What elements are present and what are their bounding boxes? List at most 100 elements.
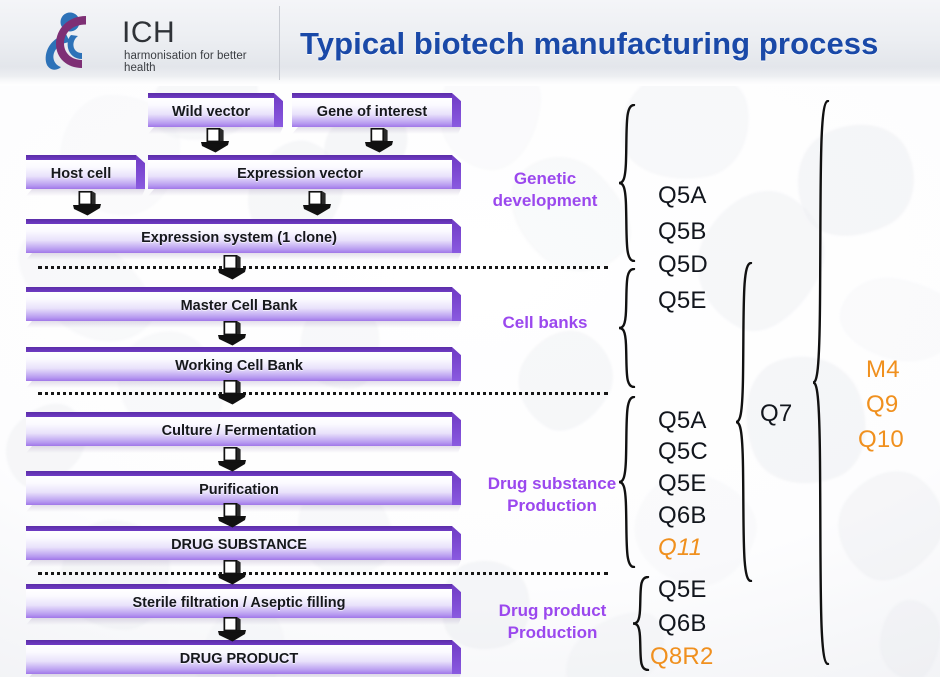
logo-wordmark: ICH	[122, 16, 176, 49]
arrow-master-to-working-cell-bank	[215, 320, 249, 348]
process-box-label: Host cell	[50, 166, 112, 182]
process-box-label: Sterile filtration / Aseptic filling	[132, 595, 346, 611]
process-box-label: Expression system (1 clone)	[141, 230, 337, 246]
divider-substance-product	[38, 572, 608, 575]
box-shadow	[148, 189, 461, 196]
arrow-sterile-to-drug-product	[215, 616, 249, 644]
process-box-purification[interactable]: Purification	[26, 471, 461, 505]
arrow-system-to-master-cell-bank	[215, 254, 249, 282]
process-box-label: DRUG PRODUCT	[179, 651, 299, 667]
process-box-label: Gene of interest	[316, 104, 428, 120]
brace-codes-drug-product	[632, 576, 654, 671]
box-top-edge	[26, 347, 452, 352]
arrow-purification-to-drug-substance	[215, 502, 249, 530]
process-box-expression-system[interactable]: Expression system (1 clone)	[26, 219, 461, 253]
arrow-host-cell-to-expression-system	[70, 190, 104, 218]
box-shadow	[26, 618, 461, 625]
stage-label-line: Genetic	[513, 169, 577, 188]
process-box-drug-product[interactable]: DRUG PRODUCT	[26, 640, 461, 674]
process-box-gene-of-interest[interactable]: Gene of interest	[292, 93, 461, 127]
stage-label-line: Production	[507, 496, 597, 515]
guideline-code-q5a: Q5A	[658, 407, 707, 434]
stage-label-line: Production	[507, 623, 598, 642]
process-box-master-cell-bank[interactable]: Master Cell Bank	[26, 287, 461, 321]
divider-genetic-cellbanks	[38, 266, 608, 269]
stage-label-line: Drug product	[498, 601, 607, 620]
brace-codes-genetic-development	[618, 104, 640, 262]
brace-codes-drug-substance	[618, 396, 640, 568]
box-shadow	[26, 321, 461, 328]
process-box-label: DRUG SUBSTANCE	[171, 537, 307, 553]
header-divider	[279, 6, 280, 80]
box-right-edge	[452, 412, 461, 446]
guideline-code-q5a: Q5A	[658, 182, 707, 209]
logo-tagline: harmonisation for better health	[124, 50, 247, 74]
box-shadow	[26, 505, 461, 512]
box-right-edge	[452, 219, 461, 253]
process-box-label: Wild vector	[171, 104, 251, 120]
box-top-edge	[26, 287, 452, 292]
guideline-code-q5d: Q5D	[658, 251, 708, 278]
box-right-edge	[452, 526, 461, 560]
process-box-sterile-filtration[interactable]: Sterile filtration / Aseptic filling	[26, 584, 461, 618]
box-top-edge	[148, 93, 274, 98]
guideline-code-q10: Q10	[858, 426, 904, 453]
guideline-code-q6b: Q6B	[658, 610, 707, 637]
ich-logo-icon: ICH harmonisation for better health	[30, 10, 270, 76]
box-shadow	[26, 446, 461, 453]
box-right-edge	[274, 93, 283, 127]
box-top-edge	[26, 471, 452, 476]
process-box-label: Working Cell Bank	[175, 358, 303, 374]
box-shadow	[26, 674, 461, 677]
process-box-wild-vector[interactable]: Wild vector	[148, 93, 283, 127]
box-right-edge	[452, 584, 461, 618]
page-title: Typical biotech manufacturing process	[300, 26, 879, 61]
guideline-code-q5c: Q5C	[658, 438, 708, 465]
guideline-code-q5b: Q5B	[658, 218, 707, 245]
arrow-working-to-culture	[215, 379, 249, 407]
box-right-edge	[452, 640, 461, 674]
box-right-edge	[452, 287, 461, 321]
box-top-edge	[26, 155, 136, 160]
box-shadow	[26, 381, 461, 388]
process-box-drug-substance[interactable]: DRUG SUBSTANCE	[26, 526, 461, 560]
box-top-edge	[292, 93, 452, 98]
guideline-code-q7: Q7	[760, 400, 793, 427]
arrow-expression-vector-to-system	[300, 190, 334, 218]
process-box-expression-vector[interactable]: Expression vector	[148, 155, 461, 189]
box-shadow	[26, 560, 461, 567]
process-box-label: Purification	[199, 482, 279, 498]
box-top-edge	[26, 640, 452, 645]
box-top-edge	[26, 219, 452, 224]
guideline-code-q9: Q9	[866, 391, 899, 418]
slide-header	[0, 0, 940, 86]
box-right-edge	[452, 347, 461, 381]
arrow-gene-to-expression-vector	[362, 127, 396, 155]
process-box-label: Expression vector	[237, 166, 363, 182]
box-top-edge	[26, 584, 452, 589]
stage-label-line: development	[492, 191, 598, 210]
stage-genetic-development: Genetic development	[470, 168, 620, 212]
brace-codes-cell-banks	[618, 268, 640, 388]
guideline-code-q5e: Q5E	[658, 287, 707, 314]
process-box-working-cell-bank[interactable]: Working Cell Bank	[26, 347, 461, 381]
divider-cellbanks-substance	[38, 392, 608, 395]
process-box-label: Master Cell Bank	[180, 298, 298, 314]
guideline-code-q6b: Q6B	[658, 502, 707, 529]
stage-label-line: Drug substance	[487, 474, 617, 493]
arrow-wild-vector-to-expression-vector	[198, 127, 232, 155]
box-right-edge	[136, 155, 145, 189]
process-box-host-cell[interactable]: Host cell	[26, 155, 145, 189]
guideline-code-m4: M4	[866, 356, 900, 383]
box-right-edge	[452, 155, 461, 189]
box-top-edge	[148, 155, 452, 160]
box-shadow	[26, 253, 461, 260]
guideline-code-q11: Q11	[658, 534, 703, 561]
process-box-culture-fermentation[interactable]: Culture / Fermentation	[26, 412, 461, 446]
box-top-edge	[26, 526, 452, 531]
stage-cell-banks: Cell banks	[470, 312, 620, 334]
